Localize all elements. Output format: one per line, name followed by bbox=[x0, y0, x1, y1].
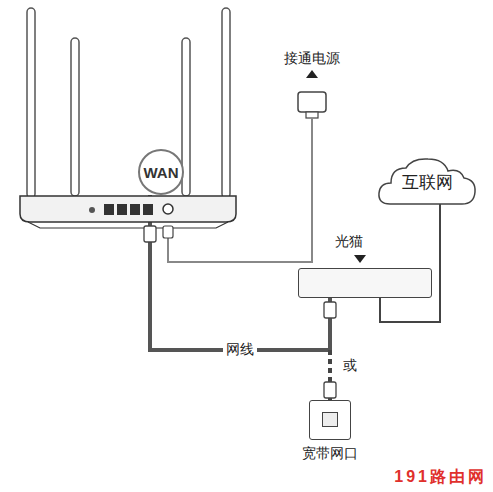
reset-button bbox=[89, 207, 95, 213]
edge-label: 或 bbox=[340, 357, 360, 375]
node-text: WAN bbox=[144, 164, 179, 181]
optical-modem: 光猫 bbox=[298, 268, 432, 298]
jack-socket bbox=[322, 412, 338, 427]
edge-label: 网线 bbox=[223, 341, 257, 359]
node-text: 接通电源 bbox=[284, 50, 340, 68]
power-plug bbox=[163, 226, 173, 238]
node-text: 宽带网口 bbox=[302, 445, 358, 463]
cable-plug bbox=[144, 226, 156, 242]
power-adapter bbox=[298, 92, 326, 112]
lan-port bbox=[117, 204, 127, 215]
lan-port bbox=[104, 204, 114, 215]
lan-port bbox=[130, 204, 140, 215]
wan-port bbox=[143, 204, 153, 215]
antenna bbox=[222, 8, 230, 198]
pointer-triangle bbox=[354, 255, 366, 263]
cable-plug bbox=[324, 382, 336, 398]
router-base bbox=[28, 222, 228, 228]
antenna bbox=[71, 38, 79, 196]
power-port bbox=[163, 204, 173, 214]
adapter-plug bbox=[306, 112, 318, 118]
fiber-line bbox=[380, 204, 440, 322]
watermark: 191路由网 bbox=[394, 467, 487, 488]
power-adapter-label: 接通电源 bbox=[262, 50, 362, 70]
node-text: 互联网 bbox=[402, 171, 453, 194]
jack-faceplate bbox=[309, 400, 351, 440]
node-text: 光猫 bbox=[335, 233, 363, 251]
cable-plug bbox=[324, 302, 336, 318]
antenna bbox=[27, 8, 35, 198]
router-body bbox=[20, 196, 236, 222]
wan-callout: WAN bbox=[138, 149, 184, 195]
power-wire bbox=[168, 118, 312, 262]
pointer-triangle bbox=[306, 70, 318, 78]
broadband-jack: 宽带网口 bbox=[292, 400, 368, 464]
internet-cloud: 互联网 bbox=[376, 156, 478, 208]
